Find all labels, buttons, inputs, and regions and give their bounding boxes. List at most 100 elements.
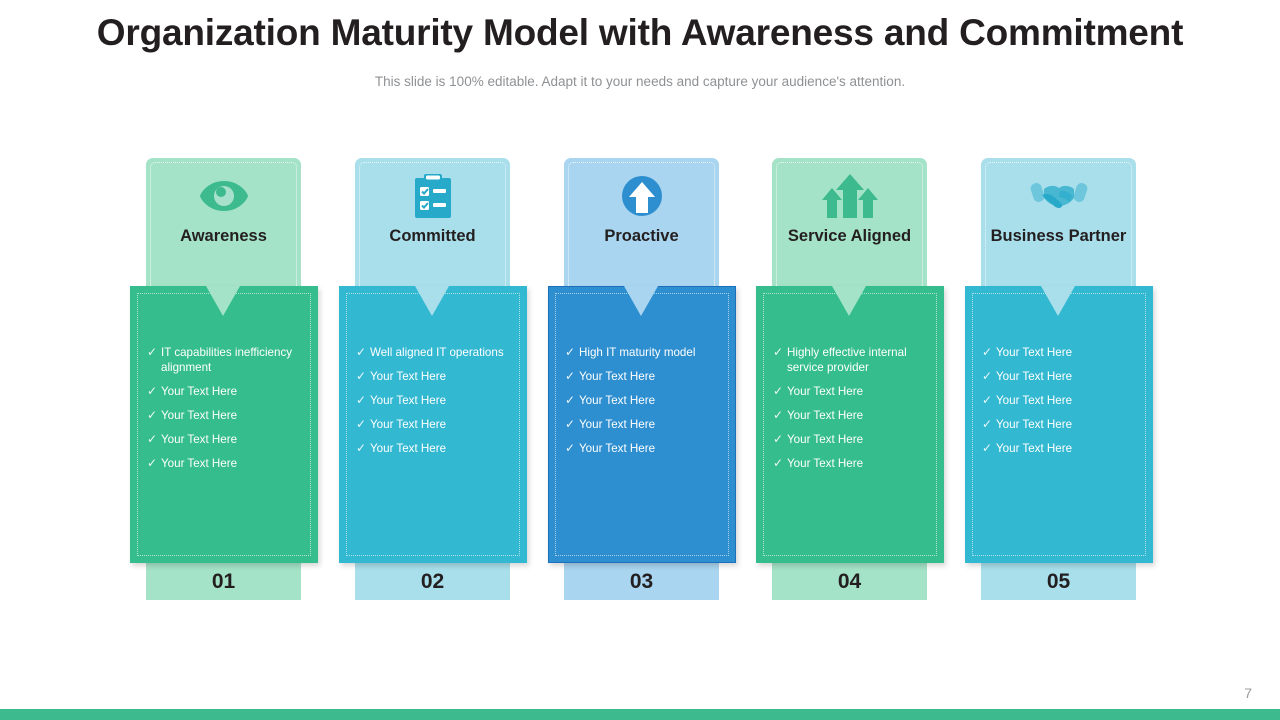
stage-title: Committed [389, 227, 476, 245]
bullet-list: ✓Well aligned IT operations✓Your Text He… [356, 345, 514, 465]
bullet-item: ✓Your Text Here [565, 417, 723, 432]
maturity-column: Awareness ✓IT capabilities inefficiency a… [128, 0, 358, 720]
bullet-list: ✓Highly effective internal service provi… [773, 345, 931, 480]
bullet-item: ✓Your Text Here [982, 393, 1140, 408]
check-icon: ✓ [147, 345, 158, 359]
check-icon: ✓ [565, 441, 576, 455]
bullet-text: Your Text Here [579, 418, 656, 431]
stage-number-band: 02 [355, 563, 510, 600]
check-icon: ✓ [773, 408, 784, 422]
stage-title: Proactive [604, 227, 679, 245]
bullet-item: ✓Your Text Here [147, 432, 305, 447]
bullet-text: Your Text Here [161, 457, 238, 470]
bullet-item: ✓Your Text Here [982, 441, 1140, 456]
bullet-text: Your Text Here [370, 418, 447, 431]
handshake-icon [981, 172, 1136, 220]
bullet-item: ✓Your Text Here [565, 393, 723, 408]
check-icon: ✓ [565, 393, 576, 407]
header-pointer-notch [624, 286, 658, 316]
stage-body-card[interactable]: ✓IT capabilities inefficiency alignment✓… [130, 286, 318, 563]
bullet-item: ✓Your Text Here [356, 369, 514, 384]
stage-header-card[interactable]: Proactive [564, 158, 719, 286]
bullet-item: ✓Well aligned IT operations [356, 345, 514, 360]
bullet-text: Your Text Here [996, 394, 1073, 407]
clipboard-checklist-icon [355, 172, 510, 220]
stage-number: 05 [1046, 569, 1071, 593]
bullet-item: ✓High IT maturity model [565, 345, 723, 360]
slide-subtitle: This slide is 100% editable. Adapt it to… [374, 74, 906, 89]
bullet-text: Your Text Here [370, 370, 447, 383]
bullet-item: ✓Highly effective internal service provi… [773, 345, 931, 375]
check-icon: ✓ [773, 345, 784, 359]
check-icon: ✓ [565, 417, 576, 431]
bullet-list: ✓Your Text Here✓Your Text Here✓Your Text… [982, 345, 1140, 465]
slide-title: Organization Maturity Model with Awarene… [96, 12, 1184, 53]
bullet-item: ✓Your Text Here [565, 369, 723, 384]
bullet-item: ✓Your Text Here [147, 408, 305, 423]
stage-title: Service Aligned [787, 227, 912, 245]
stage-number-band: 03 [564, 563, 719, 600]
stage-number: 01 [211, 569, 236, 593]
bullet-text: Well aligned IT operations [370, 346, 504, 359]
header-pointer-notch [206, 286, 240, 316]
bullet-item: ✓Your Text Here [982, 417, 1140, 432]
check-icon: ✓ [147, 432, 158, 446]
bullet-list: ✓IT capabilities inefficiency alignment✓… [147, 345, 305, 480]
bullet-text: Your Text Here [161, 409, 238, 422]
bullet-text: Your Text Here [579, 394, 656, 407]
bullet-text: Your Text Here [579, 442, 656, 455]
maturity-column: Proactive✓High IT maturity model✓Your Te… [546, 0, 776, 720]
check-icon: ✓ [773, 384, 784, 398]
check-icon: ✓ [565, 345, 576, 359]
bullet-list: ✓High IT maturity model✓Your Text Here✓Y… [565, 345, 723, 465]
stage-body-card[interactable]: ✓Well aligned IT operations✓Your Text He… [339, 286, 527, 563]
check-icon: ✓ [982, 417, 993, 431]
bullet-item: ✓Your Text Here [982, 345, 1140, 360]
stage-header-card[interactable]: Service Aligned [772, 158, 927, 286]
stage-body-card[interactable]: ✓Your Text Here✓Your Text Here✓Your Text… [965, 286, 1153, 563]
arrow-up-circle-icon [564, 172, 719, 220]
check-icon: ✓ [147, 456, 158, 470]
check-icon: ✓ [982, 369, 993, 383]
stage-title: Business Partner [990, 227, 1127, 245]
bottom-accent-bar [0, 709, 1280, 720]
bullet-item: ✓Your Text Here [773, 456, 931, 471]
bullet-text: Your Text Here [996, 346, 1073, 359]
bullet-item: ✓Your Text Here [773, 432, 931, 447]
bullet-text: Your Text Here [996, 418, 1073, 431]
check-icon: ✓ [356, 369, 367, 383]
bullet-text: Your Text Here [787, 385, 864, 398]
header-pointer-notch [1041, 286, 1075, 316]
stage-number-band: 05 [981, 563, 1136, 600]
bullet-text: Your Text Here [161, 385, 238, 398]
bullet-item: ✓Your Text Here [147, 456, 305, 471]
check-icon: ✓ [982, 345, 993, 359]
check-icon: ✓ [773, 456, 784, 470]
stage-number: 03 [629, 569, 654, 593]
bullet-item: ✓Your Text Here [982, 369, 1140, 384]
header-pointer-notch [832, 286, 866, 316]
header-pointer-notch [415, 286, 449, 316]
bullet-text: Your Text Here [370, 394, 447, 407]
stage-body-card[interactable]: ✓Highly effective internal service provi… [756, 286, 944, 563]
check-icon: ✓ [356, 417, 367, 431]
bullet-item: ✓Your Text Here [773, 384, 931, 399]
check-icon: ✓ [356, 441, 367, 455]
bullet-text: High IT maturity model [579, 346, 696, 359]
stage-header-card[interactable]: Awareness [146, 158, 301, 286]
stage-title: Awareness [180, 227, 267, 245]
bullet-text: Your Text Here [579, 370, 656, 383]
stage-header-card[interactable]: Business Partner [981, 158, 1136, 286]
bullet-item: ✓Your Text Here [356, 417, 514, 432]
stage-number-band: 04 [772, 563, 927, 600]
bullet-item: ✓Your Text Here [356, 393, 514, 408]
bullet-text: Your Text Here [996, 442, 1073, 455]
check-icon: ✓ [356, 345, 367, 359]
stage-body-card[interactable]: ✓High IT maturity model✓Your Text Here✓Y… [548, 286, 736, 563]
eye-icon [146, 172, 301, 220]
bullet-text: Your Text Here [996, 370, 1073, 383]
bullet-item: ✓IT capabilities inefficiency alignment [147, 345, 305, 375]
stage-header-card[interactable]: Committed [355, 158, 510, 286]
bullet-item: ✓Your Text Here [147, 384, 305, 399]
